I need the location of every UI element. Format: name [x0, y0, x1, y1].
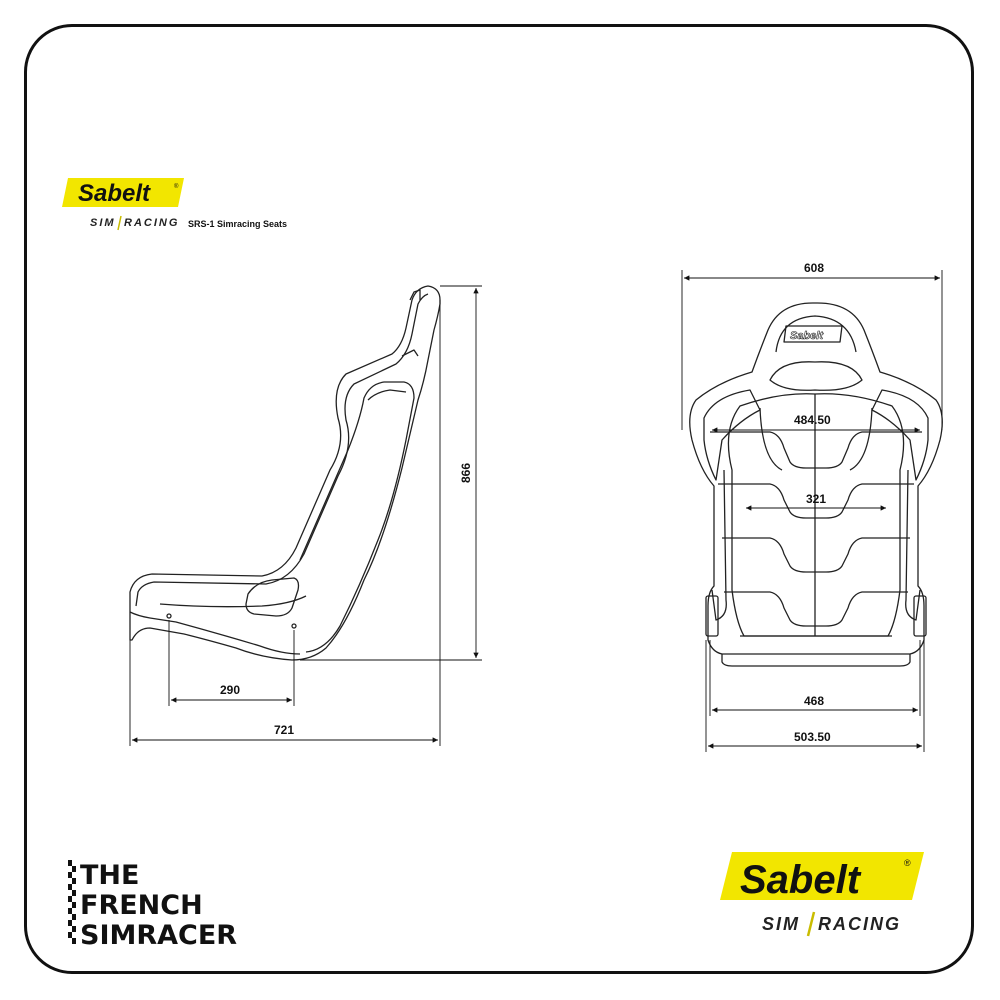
dim-label-height: 866 — [459, 463, 473, 483]
side-shell-outer — [129, 285, 441, 661]
front-rib-1 — [710, 431, 922, 469]
front-upper-channel — [759, 407, 873, 471]
dim-label-inner-upper: 484.50 — [794, 413, 831, 427]
side-dimensions — [129, 285, 482, 746]
front-left-bolster — [711, 469, 727, 621]
front-view — [689, 302, 943, 667]
footer-logo-trademark: ® — [904, 858, 911, 868]
checkered-strip — [68, 860, 76, 944]
front-logo-plate — [783, 325, 843, 343]
front-right-wing — [871, 389, 929, 481]
front-rib-4 — [724, 591, 908, 627]
front-rib-3 — [722, 537, 910, 573]
header-logo-brand: Sabelt — [78, 180, 151, 207]
front-shell-inner — [727, 393, 905, 637]
front-left-wing — [703, 389, 761, 481]
rounded-frame — [24, 24, 974, 974]
footer-left-line3: SIMRACER — [80, 920, 237, 951]
side-bracket-line — [401, 349, 419, 357]
side-seat-line — [159, 595, 307, 608]
dim-label-base-outer: 503.50 — [794, 730, 831, 744]
footer-logo-yellow-badge — [720, 852, 924, 900]
header-logo-divider — [117, 215, 122, 231]
side-back-padding — [367, 389, 407, 401]
front-left-side-mount — [705, 595, 719, 637]
dim-label-inner-lower: 321 — [806, 492, 826, 506]
header-logo-sub-right: RACING — [124, 217, 179, 229]
front-base — [721, 654, 911, 667]
header-logo: Sabelt ® SIM RACING SRS-1 Simracing Seat… — [62, 178, 287, 231]
side-headrest-tab — [409, 289, 421, 301]
header-logo-sub-left: SIM — [90, 217, 116, 229]
side-shell-inner — [135, 293, 429, 607]
dim-label-mount: 290 — [220, 683, 240, 697]
front-shell-outer — [689, 302, 943, 655]
footer-logo-divider — [806, 911, 816, 937]
footer-left-logo: THE FRENCH SIMRACER — [68, 860, 237, 951]
side-front-flange — [129, 611, 301, 655]
side-view — [129, 285, 441, 661]
front-embossed-logo: Sabelt — [790, 330, 824, 342]
front-head-inner — [775, 315, 857, 353]
front-dimensions — [681, 270, 943, 752]
dim-label-base-inner: 468 — [804, 694, 824, 708]
dim-label-width-top: 608 — [804, 261, 824, 275]
footer-left-line1: THE — [80, 860, 139, 891]
side-mount-hole-rear — [291, 623, 297, 629]
front-right-side-mount — [913, 595, 927, 637]
footer-logo-sub-right: RACING — [818, 914, 901, 934]
footer-left-line2: FRENCH — [80, 890, 203, 921]
front-right-bolster — [905, 469, 921, 621]
footer-logo: Sabelt ® SIM RACING — [720, 852, 924, 937]
front-head-cutout — [769, 361, 863, 391]
side-cushion — [299, 381, 415, 653]
footer-logo-brand: Sabelt — [740, 858, 862, 902]
side-hip-cutout — [245, 577, 300, 617]
front-rib-2 — [718, 483, 914, 519]
header-logo-yellow-badge — [62, 178, 184, 207]
footer-logo-sub-left: SIM — [762, 914, 800, 934]
dim-label-length: 721 — [274, 723, 294, 737]
side-mount-hole-front — [166, 613, 172, 619]
header-logo-trademark: ® — [174, 183, 179, 190]
product-caption: SRS-1 Simracing Seats — [188, 219, 287, 229]
